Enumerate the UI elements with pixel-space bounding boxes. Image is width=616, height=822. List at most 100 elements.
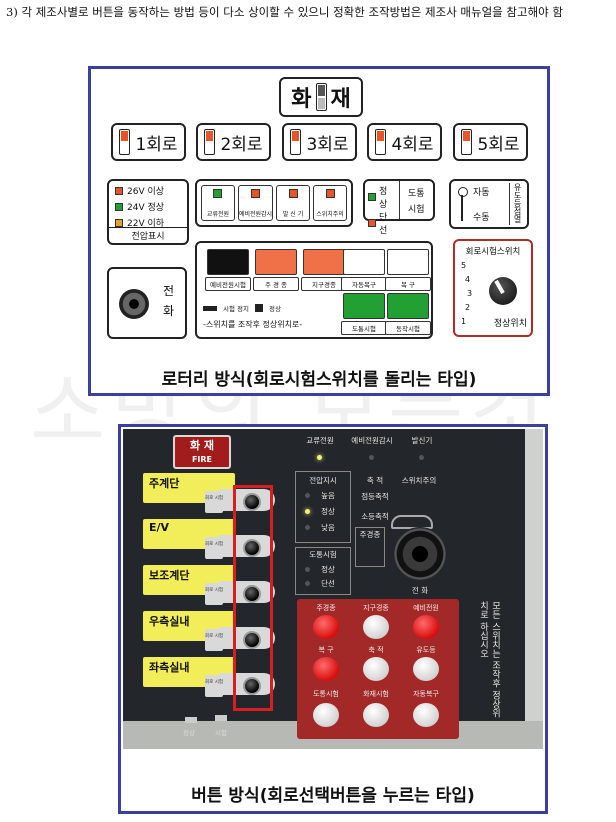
- button-label: 동작시험: [385, 321, 431, 335]
- lamp-ac-power: 교류전원: [201, 185, 235, 221]
- operation-test-button[interactable]: [387, 293, 429, 319]
- button-label: 축 적: [368, 646, 384, 654]
- button-label: 유도등: [416, 646, 436, 654]
- button-label: 도통시험: [341, 321, 387, 335]
- local-bell-button[interactable]: [363, 615, 389, 639]
- lamp-transmitter: 발 신 기: [276, 185, 311, 221]
- guide-light-button[interactable]: [413, 657, 439, 681]
- voltage-high-led: [115, 186, 123, 195]
- main-bell-label: 주경종: [359, 530, 381, 539]
- zone-test-chip: 회로 시험: [205, 675, 223, 697]
- position-2: 2: [465, 303, 471, 312]
- ac-power-led: [317, 455, 322, 460]
- lamp-led: [251, 189, 261, 198]
- continuity-normal-label: 정상: [321, 565, 335, 574]
- button-label: 자동복구: [413, 690, 439, 698]
- normal-label: 정상: [183, 729, 195, 737]
- accumulate-button[interactable]: [363, 657, 389, 681]
- circuit-label: 2회로: [220, 134, 263, 155]
- button-label: 자동복구: [341, 277, 387, 291]
- zone-1-select-button[interactable]: [243, 493, 261, 511]
- backup-power-test-button[interactable]: [207, 249, 249, 275]
- voltage-group: [295, 471, 351, 543]
- auto-label: 자동: [473, 188, 490, 198]
- status-break-label: 단선: [378, 213, 388, 236]
- voltage-footer: 전압표시: [109, 227, 187, 243]
- test-label: 시험: [215, 729, 227, 737]
- lamp-switch-caution: 스위치주의: [313, 185, 347, 221]
- circuit-lamp-icon: [461, 129, 473, 155]
- main-bell-button[interactable]: [255, 249, 297, 275]
- zone-label: E/V: [143, 519, 235, 549]
- control-buttons: 예비전원시험 주 경 종 지구경종 자동복구 복 구 도통시험 동작시험 시험 …: [195, 241, 433, 339]
- circuit-2-lamp: 2회로: [196, 123, 271, 161]
- phone-label: 전 화: [163, 281, 177, 321]
- test-switch-icon: [215, 715, 227, 721]
- zone-3-select-button[interactable]: [243, 585, 261, 603]
- continuity-test-button[interactable]: [343, 293, 385, 319]
- status-normal-label: 정상: [378, 187, 388, 210]
- voltage-low-led: [115, 218, 123, 227]
- position-1: 1: [461, 317, 467, 326]
- rotary-caption: 로터리 방식(회로시험스위치를 돌리는 타입): [161, 370, 477, 390]
- rotary-panel-figure: 화 재 1회로 2회로 3회로 4회로 5회로 26V 이상 24V 정상 22…: [88, 66, 550, 396]
- circuit-lamp-icon: [204, 129, 216, 155]
- voltage-indicator: 26V 이상 24V 정상 22V 이하 전압표시: [107, 179, 189, 245]
- zone-test-chip: 회로 시험: [205, 583, 223, 605]
- circuit-test-switch: 회로시험스위치 5 4 3 2 1 정상위치: [453, 239, 533, 337]
- zone-5-select-button[interactable]: [243, 677, 261, 695]
- continuity-test-button[interactable]: [313, 703, 339, 727]
- lamp-label: 교류전원: [206, 211, 230, 218]
- status-break-led: [368, 219, 376, 227]
- auto-manual-switch[interactable]: 자동 수동 유도등점멸: [449, 179, 529, 229]
- normal-switch-icon: [185, 717, 197, 723]
- button-label: 복 구: [385, 277, 431, 291]
- circuit-4-lamp: 4회로: [367, 123, 442, 161]
- circuit-1-lamp: 1회로: [111, 123, 186, 161]
- auto-reset-button[interactable]: [413, 703, 439, 727]
- auto-reset-button[interactable]: [343, 249, 385, 275]
- switch-legend: 시험 정지 정상: [203, 303, 281, 313]
- position-5: 5: [461, 261, 467, 270]
- fire-indicator: 화 재: [279, 77, 363, 117]
- continuity-status: 정상 단선 도통 시험: [363, 179, 435, 236]
- lamp-label: 예비전원감시: [238, 211, 273, 218]
- button-label: 도통시험: [313, 690, 339, 698]
- fire-char-1: 화: [291, 87, 312, 112]
- main-bell-button[interactable]: [313, 615, 339, 639]
- voltage-low-label: 22V 이하: [127, 219, 165, 229]
- on-accumulate-label: 점등축적: [361, 492, 389, 501]
- fire-char-2: 재: [330, 87, 351, 112]
- switch-caution-label: 스위치주의: [401, 476, 437, 485]
- ac-power-label: 교류전원: [306, 436, 334, 445]
- reset-button[interactable]: [387, 249, 429, 275]
- voltage-normal-led: [115, 202, 123, 211]
- button-label: 화재시험: [363, 690, 389, 698]
- phone-jack-icon[interactable]: [119, 289, 149, 319]
- legend-normal-label: 정상: [269, 305, 281, 313]
- rotary-knob[interactable]: [489, 277, 517, 305]
- zone-2-select-button[interactable]: [243, 539, 261, 557]
- local-bell-button[interactable]: [303, 249, 345, 275]
- button-panel-figure: 화 재 FIRE 주계단 E/V 보조계단 우측실내 좌측실내 회로 시험 회로…: [118, 424, 548, 814]
- phone-jack-icon[interactable]: [393, 527, 447, 581]
- position-4: 4: [465, 275, 471, 284]
- fire-sign-sub: FIRE: [191, 455, 213, 464]
- circuit-lamp-icon: [290, 129, 302, 155]
- zone-4-select-button[interactable]: [243, 631, 261, 649]
- voltage-low-label: 낮음: [321, 523, 335, 532]
- reset-button[interactable]: [313, 657, 339, 681]
- manual-label: 수동: [473, 213, 490, 223]
- backup-power-button[interactable]: [413, 615, 439, 639]
- transmitter-led: [419, 455, 424, 460]
- zone-buttons-highlight: [233, 485, 273, 711]
- lamp-label: 스위치주의: [316, 211, 344, 218]
- button-panel-photo: 화 재 FIRE 주계단 E/V 보조계단 우측실내 좌측실내 회로 시험 회로…: [123, 429, 543, 749]
- continuity-break-led: [305, 581, 310, 586]
- lamp-label: 발 신 기: [282, 211, 304, 218]
- circuit-5-lamp: 5회로: [453, 123, 528, 161]
- circuit-lamp-icon: [375, 129, 387, 155]
- fire-test-button[interactable]: [363, 703, 389, 727]
- switch-stop-icon: [203, 305, 217, 311]
- switch-normal-icon: [255, 304, 263, 312]
